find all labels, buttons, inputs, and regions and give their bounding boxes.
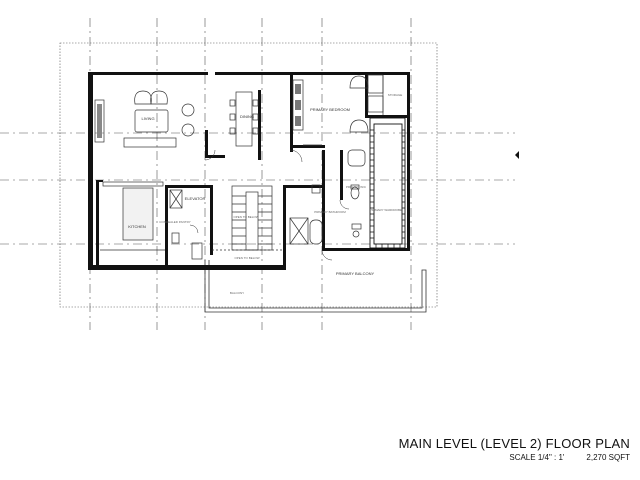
bathroom-fixtures	[289, 149, 366, 245]
plan-scale: SCALE 1/4" : 1'	[509, 453, 565, 462]
balcony-outline	[204, 260, 427, 313]
storage-closet	[367, 74, 384, 115]
grid-bubble-markers	[515, 151, 519, 159]
interior-walls	[96, 72, 407, 270]
lot-boundary	[59, 42, 438, 308]
plan-title: MAIN LEVEL (LEVEL 2) FLOOR PLAN	[398, 436, 630, 451]
wardrobe	[369, 117, 406, 249]
title-block: MAIN LEVEL (LEVEL 2) FLOOR PLAN SCALE 1/…	[380, 436, 630, 462]
exterior-walls	[88, 72, 410, 270]
bedroom-furniture	[292, 75, 369, 146]
grid-lines	[0, 18, 515, 330]
door-swings	[189, 149, 350, 261]
living-furniture	[94, 90, 195, 148]
dining-furniture	[229, 91, 259, 147]
kitchen-fixtures	[100, 181, 165, 251]
plan-meta: SCALE 1/4" : 1' 2,270 SQFT	[380, 453, 630, 462]
core-elements	[169, 185, 282, 260]
plan-area: 2,270 SQFT	[586, 453, 630, 462]
